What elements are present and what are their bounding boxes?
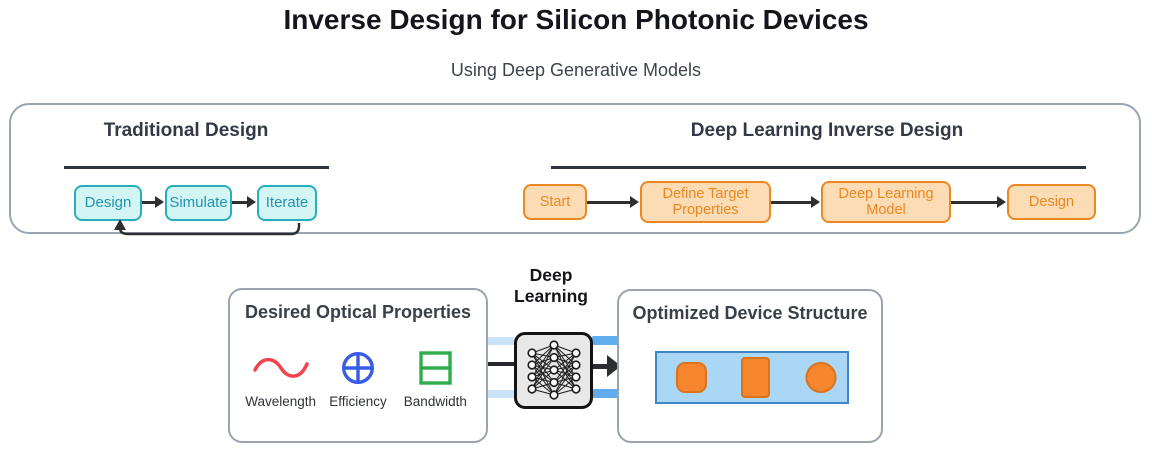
flow-node-define-target: Define Target Properties xyxy=(640,181,771,223)
page-title: Inverse Design for Silicon Photonic Devi… xyxy=(283,4,869,35)
feedback-loop-arrow xyxy=(114,219,301,236)
inverse-heading: Deep Learning Inverse Design xyxy=(690,120,964,141)
traditional-underline xyxy=(64,166,329,169)
input-flow-bar-top xyxy=(485,337,515,345)
flow-node-design: Design xyxy=(74,185,142,221)
output-flow-bar-bottom xyxy=(591,389,622,398)
property-bandwidth: Bandwidth xyxy=(397,346,474,409)
sine-wave-icon xyxy=(252,346,310,390)
inverse-underline xyxy=(551,166,1086,169)
flow-node-simulate: Simulate xyxy=(165,185,232,221)
output-structure-box: Optimized Device Structure xyxy=(617,289,883,443)
flow-node-inverse-design: Design xyxy=(1007,184,1096,220)
arrow-model-design xyxy=(951,201,998,204)
properties-row: Wavelength Efficiency xyxy=(242,346,474,409)
model-label: Deep Learning xyxy=(514,265,588,306)
page-subtitle: Using Deep Generative Models xyxy=(450,60,702,80)
output-flow-bar-top xyxy=(591,336,622,345)
property-label: Efficiency xyxy=(329,394,387,409)
arrow-simulate-iterate xyxy=(232,201,248,204)
device-structure-graphic xyxy=(655,351,849,404)
arrow-target-model xyxy=(771,201,812,204)
flow-node-dl-model: Deep Learning Model xyxy=(821,181,951,223)
output-flow-arrow xyxy=(591,355,621,377)
property-efficiency: Efficiency xyxy=(319,346,396,409)
neural-network-icon xyxy=(526,339,581,400)
output-box-heading: Optimized Device Structure xyxy=(632,303,868,323)
property-wavelength: Wavelength xyxy=(242,346,319,409)
arrow-design-simulate xyxy=(142,201,156,204)
traditional-heading: Traditional Design xyxy=(103,120,269,141)
flow-node-start: Start xyxy=(523,184,587,220)
property-label: Wavelength xyxy=(245,394,317,409)
split-square-icon xyxy=(419,346,452,390)
input-flow-line-mid xyxy=(486,362,515,366)
input-box-heading: Desired Optical Properties xyxy=(244,302,472,322)
input-flow-bar-bottom xyxy=(485,390,515,398)
input-properties-box: Desired Optical Properties Wavelength xyxy=(228,288,488,443)
property-label: Bandwidth xyxy=(403,394,467,409)
neural-network-box xyxy=(514,332,593,409)
flow-node-iterate: Iterate xyxy=(257,185,317,221)
arrow-start-target xyxy=(587,201,631,204)
comparison-panel: Traditional Design Design Simulate Itera… xyxy=(9,103,1141,236)
crossed-circle-icon xyxy=(340,346,376,390)
